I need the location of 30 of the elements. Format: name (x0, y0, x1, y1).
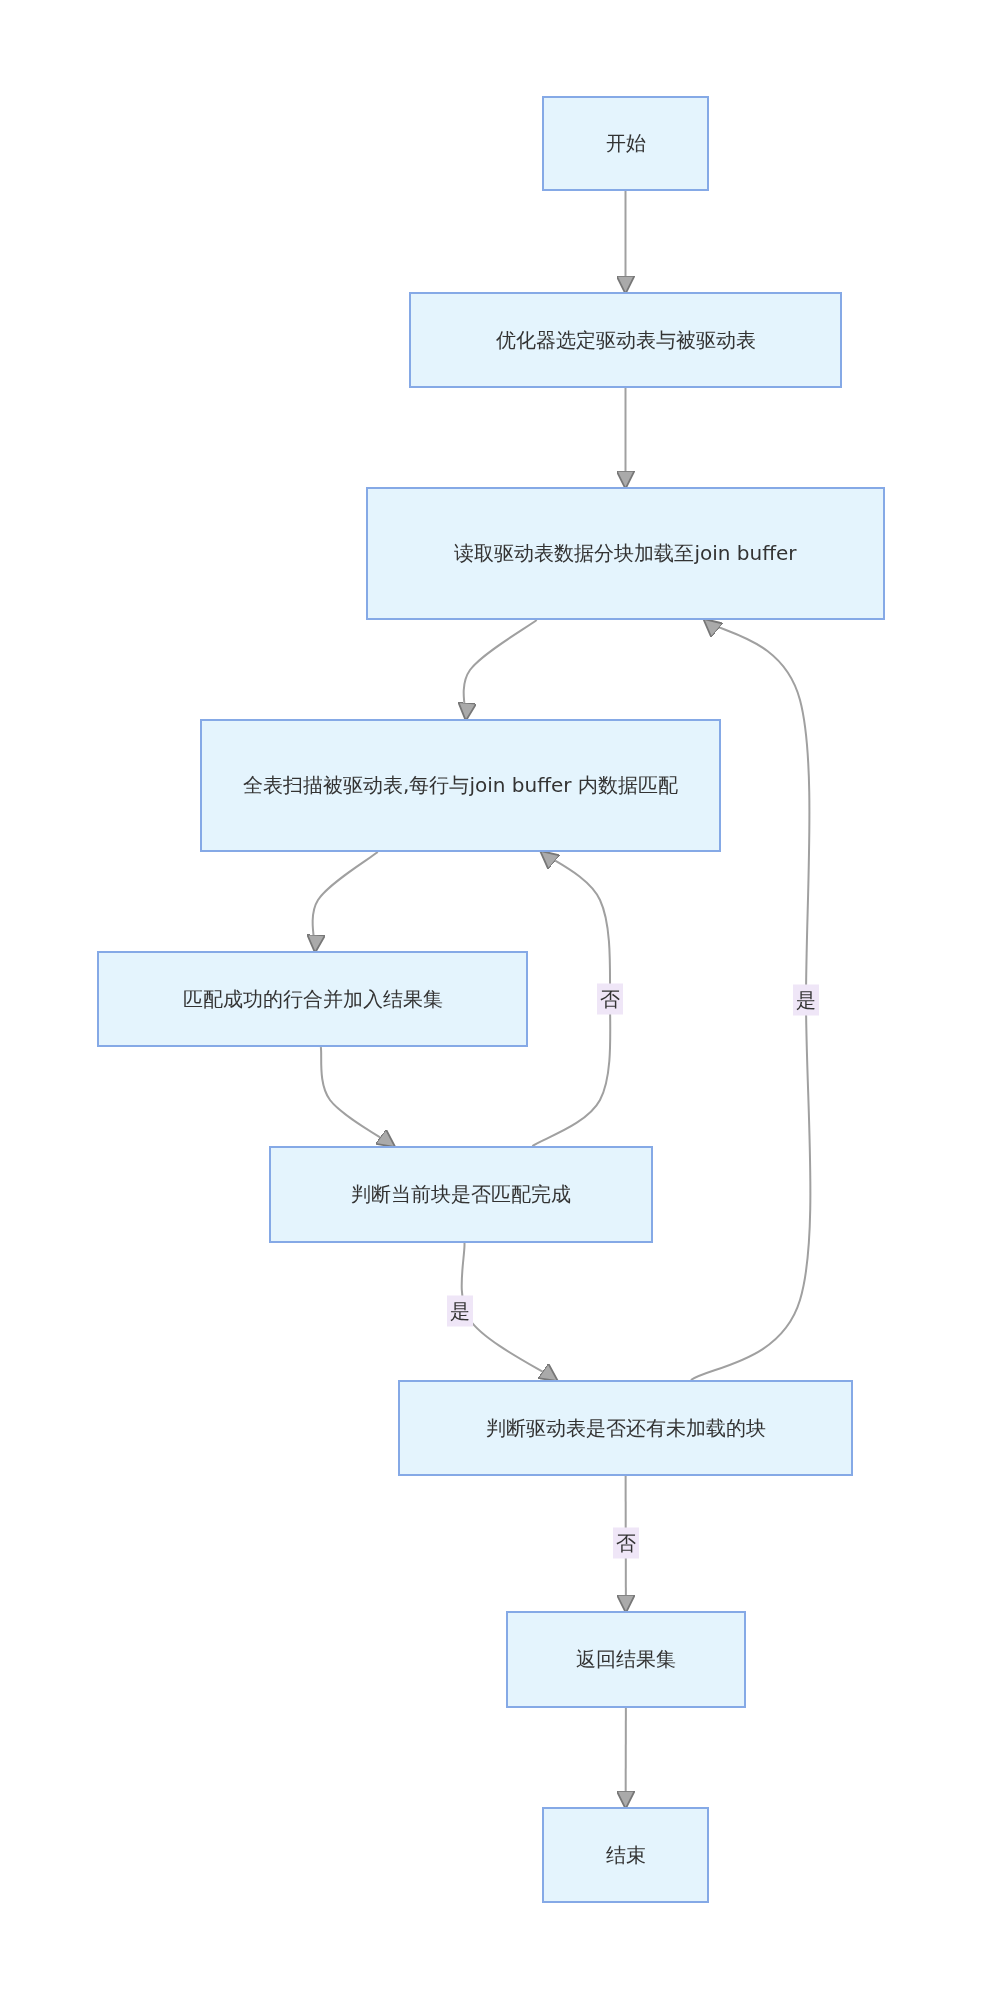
arrow (531, 850, 612, 1147)
process-box (506, 1611, 746, 1708)
arrow (319, 1046, 397, 1148)
process-box (409, 292, 842, 388)
process-box (366, 487, 885, 620)
step-text: 结束 (605, 1841, 646, 1869)
process-box (542, 1807, 709, 1903)
step-text: 判断当前块是否匹配完成 (351, 1181, 571, 1208)
step-text: 读取驱动表数据分块加载至join buffer (454, 540, 797, 567)
step-text: 优化器选定驱动表与被驱动表 (495, 326, 756, 354)
process-box (97, 951, 528, 1047)
step-text: 返回结果集 (576, 1646, 676, 1673)
step-text: 匹配成功的行合并加入结果集 (182, 985, 443, 1013)
edge-label: 否 (597, 983, 623, 1015)
arrow (689, 618, 812, 1381)
process-box (398, 1380, 853, 1476)
process-box (269, 1146, 653, 1243)
step-text: 开始 (605, 130, 646, 157)
arrow (305, 851, 379, 954)
step-text: 全表扫描被驱动表,每行与join buffer 内数据匹配 (243, 772, 678, 799)
process-box (200, 719, 721, 852)
arrow (615, 1707, 636, 1810)
arrow (456, 619, 538, 722)
edge-label: 是 (793, 984, 819, 1016)
arrow (615, 387, 636, 490)
process-box (542, 96, 709, 191)
step-text: 判断驱动表是否还有未加载的块 (485, 1414, 766, 1442)
edge-label: 否 (613, 1527, 639, 1559)
arrow (615, 190, 636, 295)
edge-label: 是 (447, 1295, 473, 1327)
